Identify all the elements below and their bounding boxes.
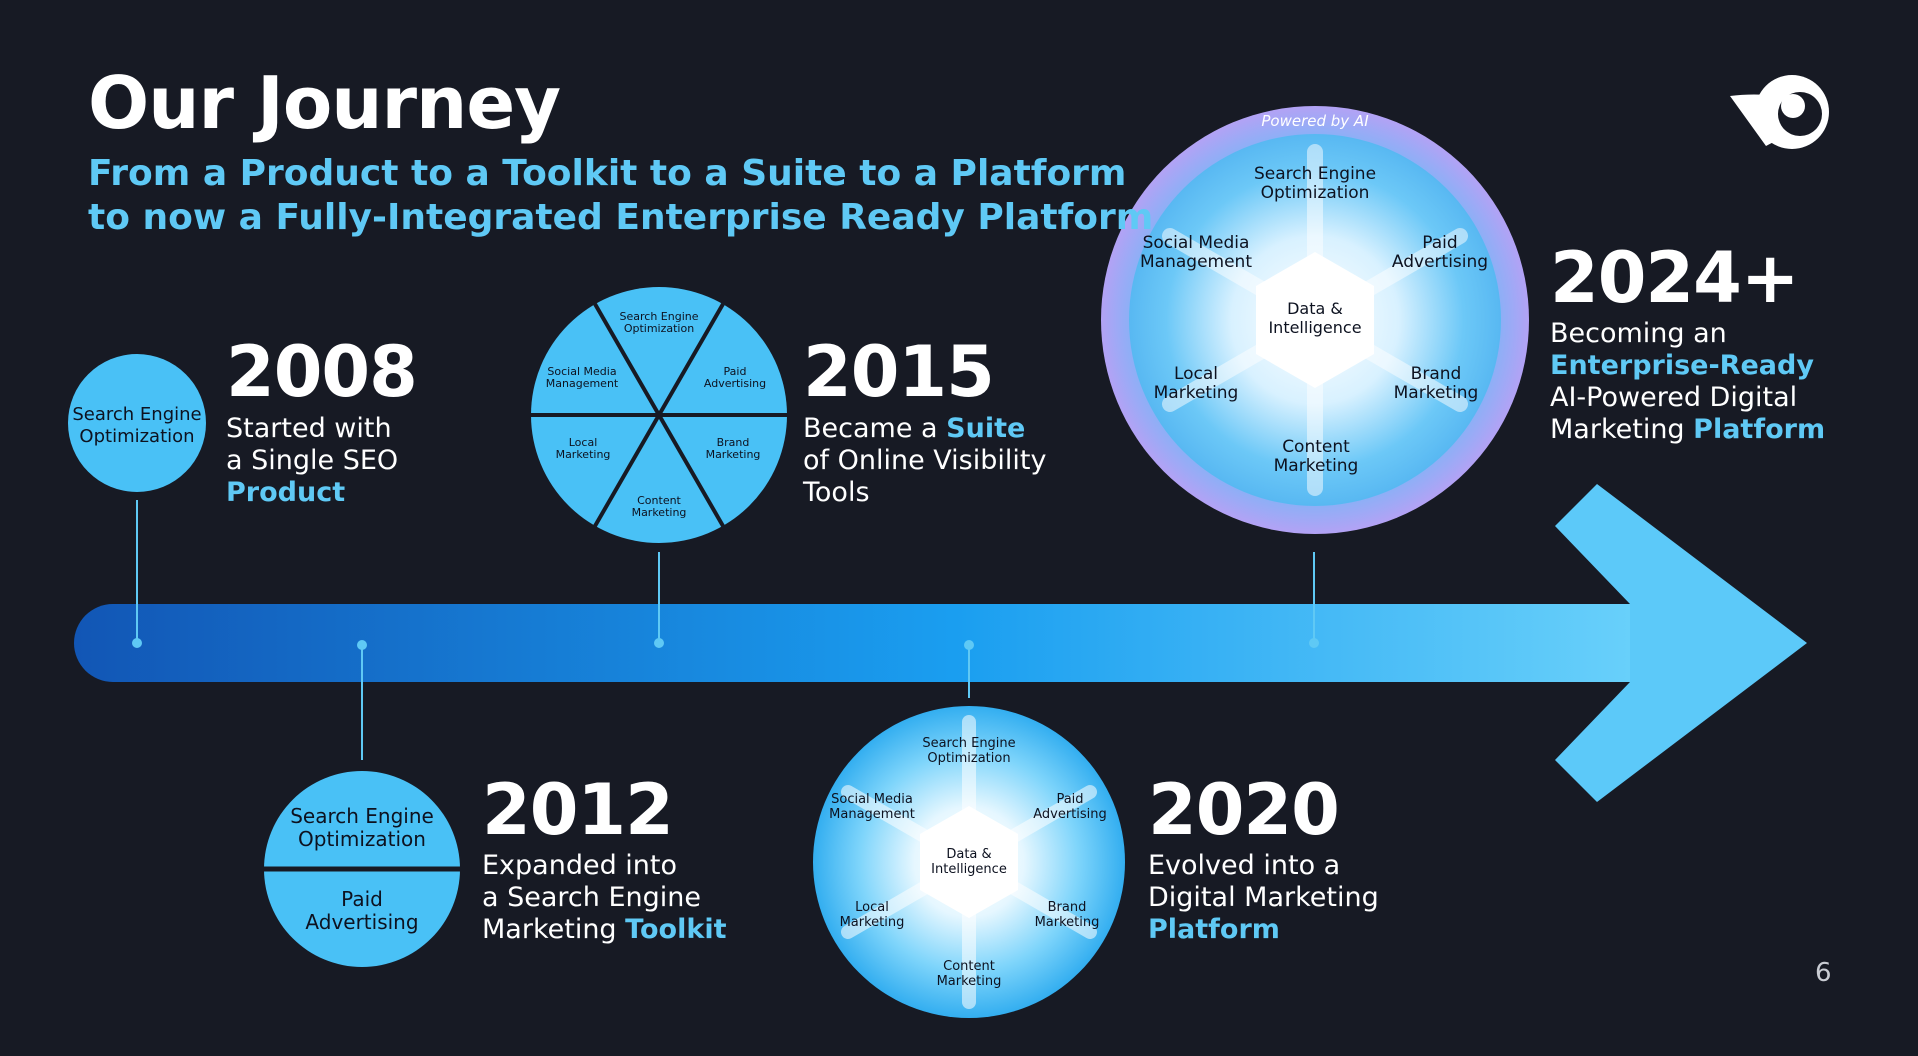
timeline-arrow xyxy=(74,484,1807,802)
wheel-2020-platform: Data & Intelligence Search Engine Optimi… xyxy=(813,706,1125,1018)
desc-2015: Became a Suite of Online Visibility Tool… xyxy=(803,413,1046,509)
subtitle-line-1: From a Product to a Toolkit to a Suite t… xyxy=(88,153,1127,194)
circle-2012-toolkit: Search Engine Optimization Paid Advertis… xyxy=(264,771,460,967)
year-2020: 2020 xyxy=(1148,769,1340,851)
svg-text:Marketing: Marketing xyxy=(1035,915,1100,930)
year-2008: 2008 xyxy=(226,331,418,413)
svg-text:Social Media: Social Media xyxy=(547,365,616,378)
powered-by-ai-label: Powered by AI xyxy=(1261,112,1369,130)
svg-text:Local: Local xyxy=(569,436,598,449)
svg-text:Content: Content xyxy=(943,959,995,974)
svg-text:Content: Content xyxy=(637,494,681,507)
svg-text:Marketing: Marketing xyxy=(632,506,687,519)
desc-2012-highlight: Toolkit xyxy=(625,914,727,945)
timeline-connectors xyxy=(132,500,1319,760)
svg-text:Brand: Brand xyxy=(717,436,750,449)
svg-text:Paid: Paid xyxy=(724,365,747,378)
comet-logo-icon xyxy=(1730,75,1829,149)
wheel-2024-ai-platform: Data & Intelligence Powered by AI Search… xyxy=(1101,106,1529,534)
page-number: 6 xyxy=(1815,958,1832,988)
svg-text:Marketing: Marketing xyxy=(840,915,905,930)
desc-2012: Expanded into a Search Engine Marketing … xyxy=(482,850,726,946)
svg-text:Search Engine: Search Engine xyxy=(620,310,699,323)
year-2012: 2012 xyxy=(482,769,674,851)
svg-text:Advertising: Advertising xyxy=(1392,252,1488,272)
svg-text:Management: Management xyxy=(829,807,915,822)
desc-2020-line-1: Evolved into a xyxy=(1148,850,1341,881)
desc-2024-highlight-1: Enterprise-Ready xyxy=(1550,350,1814,381)
desc-2015-line-2: of Online Visibility xyxy=(803,445,1047,476)
desc-2015-line-1: Became a xyxy=(803,413,938,444)
page-subtitle: From a Product to a Toolkit to a Suite t… xyxy=(88,152,1153,240)
svg-text:Marketing: Marketing xyxy=(937,974,1002,989)
desc-2020: Evolved into a Digital Marketing Platfor… xyxy=(1148,850,1379,946)
svg-text:Optimization: Optimization xyxy=(927,751,1010,766)
svg-text:Paid: Paid xyxy=(1422,233,1457,253)
svg-text:Optimization: Optimization xyxy=(1261,183,1370,203)
svg-text:Advertising: Advertising xyxy=(704,377,766,390)
svg-text:Social Media: Social Media xyxy=(1143,233,1250,253)
svg-text:Search Engine: Search Engine xyxy=(922,736,1015,751)
svg-text:Content: Content xyxy=(1282,437,1350,457)
svg-text:Management: Management xyxy=(546,377,619,390)
svg-text:Advertising: Advertising xyxy=(1033,807,1107,822)
desc-2024-line-3: AI-Powered Digital xyxy=(1550,382,1798,413)
svg-text:Search Engine: Search Engine xyxy=(290,804,434,828)
subtitle-line-2: to now a Fully-Integrated Enterprise Rea… xyxy=(88,197,1154,238)
svg-text:Optimization: Optimization xyxy=(79,426,194,447)
year-2015: 2015 xyxy=(803,331,995,413)
desc-2012-line-1: Expanded into xyxy=(482,850,678,881)
svg-text:Search Engine: Search Engine xyxy=(1254,164,1376,184)
svg-text:Marketing: Marketing xyxy=(1154,383,1239,403)
desc-2008-highlight: Product xyxy=(226,477,346,508)
svg-text:Marketing: Marketing xyxy=(1394,383,1479,403)
svg-text:Marketing: Marketing xyxy=(1274,456,1359,476)
pie-2015-suite: Search Engine Optimization Paid Advertis… xyxy=(531,287,787,543)
svg-text:Marketing: Marketing xyxy=(706,448,761,461)
svg-text:Social Media: Social Media xyxy=(831,792,913,807)
desc-2015-highlight: Suite xyxy=(946,413,1026,444)
desc-2024-line-4: Marketing xyxy=(1550,414,1685,445)
svg-text:Local: Local xyxy=(855,900,889,915)
desc-2020-line-2: Digital Marketing xyxy=(1148,882,1379,913)
svg-text:Brand: Brand xyxy=(1411,364,1462,384)
svg-text:Brand: Brand xyxy=(1048,900,1087,915)
desc-2008-line-2: a Single SEO xyxy=(226,445,399,476)
year-2024-plus: 2024+ xyxy=(1550,237,1799,319)
svg-text:Paid: Paid xyxy=(1056,792,1083,807)
desc-2024-highlight-2: Platform xyxy=(1693,414,1826,445)
svg-text:Paid: Paid xyxy=(341,887,383,911)
svg-text:Intelligence: Intelligence xyxy=(931,862,1007,877)
desc-2024: Becoming an Enterprise-Ready AI-Powered … xyxy=(1550,318,1825,446)
desc-2008: Started with a Single SEO Product xyxy=(226,413,398,509)
svg-text:Local: Local xyxy=(1174,364,1218,384)
desc-2024-line-1: Becoming an xyxy=(1550,318,1727,349)
svg-text:Advertising: Advertising xyxy=(305,910,418,934)
page-title: Our Journey xyxy=(88,61,561,145)
svg-text:Search Engine: Search Engine xyxy=(72,404,201,425)
desc-2008-line-1: Started with xyxy=(226,413,392,444)
svg-text:Management: Management xyxy=(1140,252,1252,272)
desc-2020-highlight: Platform xyxy=(1148,914,1280,945)
desc-2012-line-3: Marketing xyxy=(482,914,617,945)
svg-text:Data &: Data & xyxy=(1287,299,1343,318)
svg-text:Intelligence: Intelligence xyxy=(1268,318,1361,337)
desc-2012-line-2: a Search Engine xyxy=(482,882,702,913)
desc-2015-line-3: Tools xyxy=(803,477,870,508)
svg-text:Marketing: Marketing xyxy=(556,448,611,461)
svg-text:Optimization: Optimization xyxy=(298,827,426,851)
circle-2008-seo: Search Engine Optimization xyxy=(68,354,206,492)
svg-text:Data &: Data & xyxy=(946,847,991,862)
svg-text:Optimization: Optimization xyxy=(624,322,694,335)
